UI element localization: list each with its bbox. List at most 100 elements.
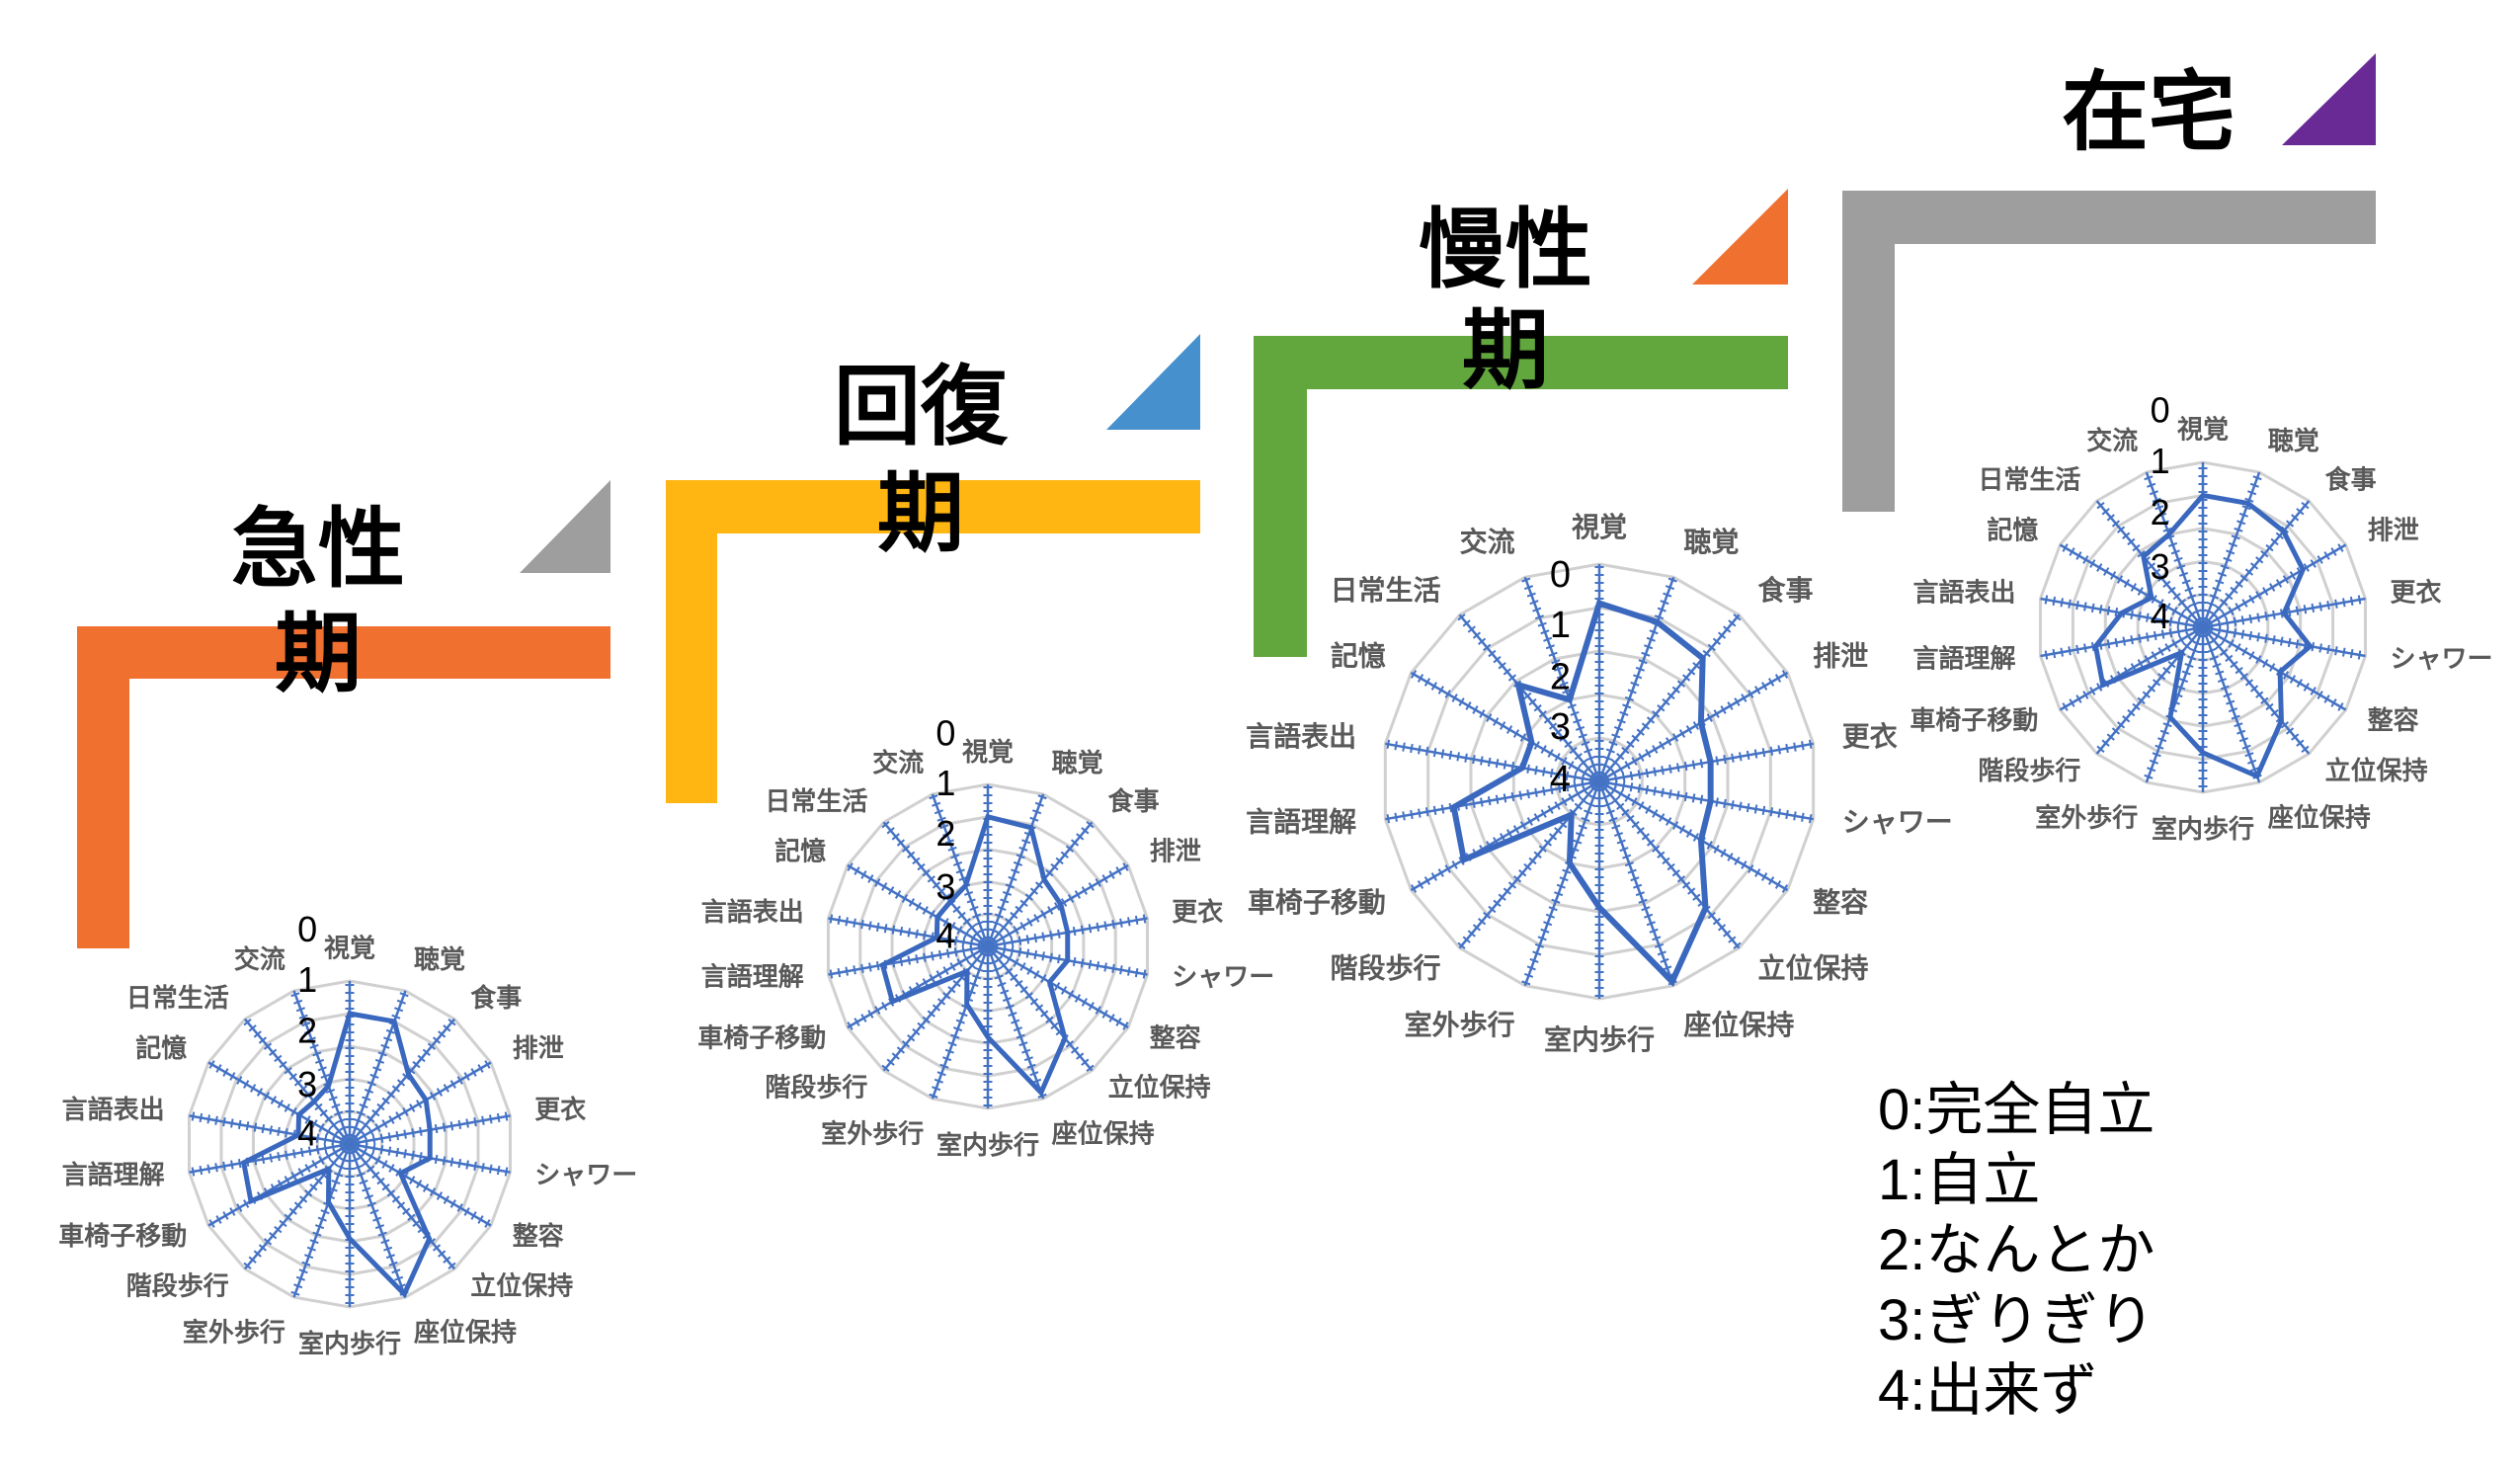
category-label: 室外歩行 (2035, 803, 2138, 833)
radial-axis-line (1410, 779, 1600, 892)
category-label: 日常生活 (1978, 465, 2080, 495)
category-label: 室外歩行 (183, 1318, 285, 1348)
acute-triangle-icon (520, 480, 610, 573)
radial-axis-ticks (983, 944, 1048, 1101)
category-label: 言語表出 (701, 897, 804, 927)
radial-axis-line (1523, 780, 1601, 987)
category-label: 室内歩行 (2152, 814, 2254, 844)
category-label: 整容 (1813, 886, 1868, 918)
radial-axis-ticks (984, 943, 1096, 1074)
category-label: 交流 (2086, 426, 2138, 455)
category-label: 視覚 (2177, 415, 2229, 445)
category-label: 整容 (2368, 705, 2419, 735)
axis-tick-label: 0 (297, 909, 317, 949)
radial-axis-ticks (985, 861, 1131, 950)
axis-tick-label: 3 (935, 866, 955, 907)
recovery-title-suffix: 期 (876, 464, 965, 562)
radial-axis-ticks (346, 1016, 458, 1147)
category-label: 言語理解 (62, 1160, 165, 1189)
axis-tick-label: 0 (2151, 389, 2170, 430)
category-label: 視覚 (1572, 512, 1627, 542)
category-label: 食事 (1108, 786, 1160, 816)
category-label: 更衣 (1172, 897, 1223, 927)
legend-item: 0:完全自立 (1878, 1078, 2155, 1142)
category-label: 更衣 (1842, 720, 1898, 752)
category-label: 座位保持 (1052, 1119, 1155, 1149)
home-step-bar (1842, 191, 2376, 512)
category-label: 言語理解 (1246, 806, 1356, 838)
radial-axis-line (1598, 671, 1789, 783)
radial-axis-ticks (345, 989, 410, 1146)
category-label: 室内歩行 (936, 1130, 1039, 1160)
home-radar-chart: 視覚聴覚食事排泄更衣シャワー整容立位保持座位保持室内歩行室外歩行階段歩行車椅子移… (1910, 389, 2492, 844)
axis-tick-label: 1 (2151, 441, 2170, 481)
radial-axis-ticks (347, 1058, 494, 1148)
axis-tick-label: 4 (1550, 759, 1571, 800)
home-triangle-icon (2282, 53, 2376, 145)
radial-axis-ticks (880, 819, 992, 949)
recovery-radar-chart: 視覚聴覚食事排泄更衣シャワー整容立位保持座位保持室内歩行室外歩行階段歩行車椅子移… (697, 712, 1274, 1160)
category-label: 整容 (1150, 1022, 1201, 1052)
category-label: 更衣 (2390, 577, 2441, 607)
axis-tick-label: 2 (1550, 657, 1571, 698)
category-label: 排泄 (1813, 641, 1868, 672)
category-label: 更衣 (534, 1095, 586, 1124)
axis-tick-label: 4 (935, 915, 955, 955)
radial-axis-line (1598, 779, 1814, 821)
chronic-triangle-icon (1692, 189, 1788, 285)
category-label: 交流 (1460, 526, 1515, 557)
axis-tick-label: 1 (1550, 605, 1571, 646)
category-label: 聴覚 (1052, 748, 1103, 777)
category-label: シャワー (2390, 643, 2492, 673)
radial-axis-ticks (349, 1139, 512, 1178)
radial-axis-line (1410, 671, 1600, 783)
category-label: 言語表出 (1913, 577, 2016, 607)
radial-axis-line (2059, 543, 2204, 629)
category-label: 視覚 (962, 737, 1014, 767)
radial-axis-ticks (845, 942, 991, 1031)
category-label: 聴覚 (1683, 527, 1739, 557)
radial-axis-ticks (984, 819, 1096, 949)
radial-axis-ticks (845, 861, 991, 950)
radial-axis-line (2145, 471, 2205, 628)
radial-axis-line (1385, 742, 1600, 783)
category-label: 日常生活 (1331, 575, 1441, 606)
axis-tick-label: 0 (1550, 554, 1571, 596)
category-label: 聴覚 (2268, 426, 2319, 455)
axis-tick-label: 3 (2151, 546, 2170, 587)
radial-axis-ticks (205, 1058, 353, 1148)
radial-axis-line (1385, 779, 1600, 821)
axis-tick-label: 1 (297, 959, 317, 1000)
category-label: 立位保持 (2325, 756, 2428, 785)
recovery-triangle-icon (1106, 334, 1200, 430)
category-label: 食事 (1757, 574, 1813, 606)
axis-tick-label: 1 (935, 763, 955, 803)
radar-charts: 視覚聴覚食事排泄更衣シャワー整容立位保持座位保持室内歩行室外歩行階段歩行車椅子移… (58, 389, 2492, 1358)
radial-axis-line (1523, 576, 1601, 782)
category-label: 座位保持 (2268, 803, 2371, 833)
acute-title-suffix: 期 (274, 605, 363, 702)
acute-step-bar (77, 626, 610, 948)
radial-axis-ticks (241, 1016, 354, 1147)
axis-tick-label: 2 (2151, 492, 2170, 532)
category-label: 交流 (872, 748, 924, 777)
axis-tick-label: 0 (935, 712, 955, 753)
radial-axis-line (2095, 626, 2204, 755)
category-label: 階段歩行 (1331, 952, 1441, 984)
recovery-step-bar (666, 480, 1200, 803)
radial-axis-line (2201, 471, 2261, 628)
radial-axis-ticks (188, 1110, 351, 1149)
axis-tick-label: 2 (297, 1010, 317, 1050)
category-label: 車椅子移動 (697, 1022, 826, 1052)
category-label: 排泄 (513, 1033, 564, 1063)
radial-axis-line (1598, 613, 1741, 782)
category-label: 室内歩行 (298, 1329, 401, 1358)
radial-axis-line (2040, 625, 2204, 658)
legend-item: 2:なんとか (1878, 1218, 2155, 1282)
category-label: 車椅子移動 (58, 1221, 187, 1251)
category-label: 室内歩行 (1544, 1023, 1655, 1055)
legend-item: 4:出来ず (1878, 1358, 2098, 1423)
category-label: シャワー (534, 1160, 637, 1189)
radial-axis-ticks (188, 1139, 351, 1178)
